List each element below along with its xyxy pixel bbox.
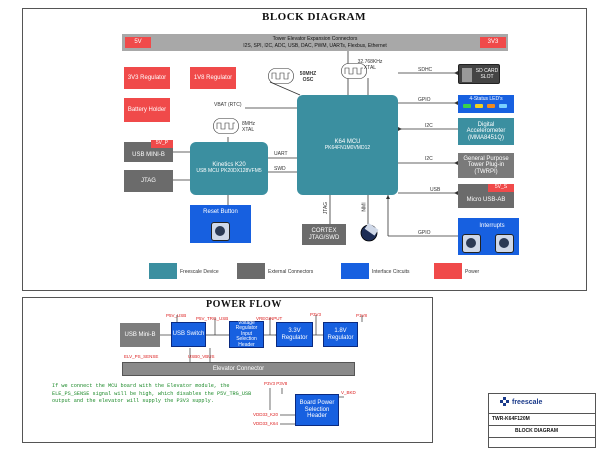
elevator-5v-tag: 5V bbox=[125, 37, 151, 48]
legend-external-swatch bbox=[237, 263, 265, 279]
interrupt-sw1-icon bbox=[462, 234, 481, 253]
nmi-button-icon bbox=[360, 223, 379, 242]
power-flow-frame bbox=[22, 297, 433, 443]
k20-mcu-block: Kinetics K20 USB MCU PK20DX128VFM5 bbox=[190, 142, 268, 195]
led-orange-icon bbox=[487, 104, 495, 108]
legend-interface-label: Interface Circuits bbox=[372, 269, 410, 275]
net-p3v3: P3V3 bbox=[310, 312, 322, 317]
signal-usb: USB bbox=[430, 187, 441, 193]
status-leds-block: 4-Status LED's bbox=[458, 95, 514, 113]
sd-card-icon bbox=[462, 68, 472, 82]
signal-i2c-twrpi: I2C bbox=[425, 156, 433, 162]
title-block-sheet: BLOCK DIAGRAM bbox=[515, 428, 559, 434]
led-green-icon bbox=[463, 104, 471, 108]
power-flow-title: POWER FLOW bbox=[206, 299, 282, 310]
freescale-logo: freescale bbox=[500, 397, 542, 407]
sd-card-slot: SD CARD SLOT bbox=[458, 64, 500, 84]
title-block-board: TWR-K64F120M bbox=[492, 416, 530, 422]
net-p5v-trg-usb: P5V_TRG_USB bbox=[196, 316, 229, 321]
block-diagram-title: BLOCK DIAGRAM bbox=[262, 11, 366, 23]
micro-usb-power-tag: 5V_S bbox=[488, 184, 514, 192]
legend-freescale-swatch bbox=[149, 263, 177, 279]
elevator-title: Tower Elevator Expansion Connectors bbox=[272, 36, 358, 42]
title-block-frame bbox=[488, 393, 596, 448]
pf-board-power-header: Board Power Selection Header bbox=[295, 394, 339, 426]
pf-usb-switch: USB Switch bbox=[171, 322, 206, 347]
signal-swd: SWD bbox=[274, 166, 286, 172]
interrupt-sw2-icon bbox=[495, 234, 514, 253]
title-block-divider-2 bbox=[488, 425, 596, 426]
accelerometer-block: Digital Accelerometer (MMA8451Q) bbox=[458, 118, 514, 145]
regulator-1v8: 1V8 Regulator bbox=[190, 67, 236, 89]
status-leds-label: 4-Status LED's bbox=[469, 96, 503, 102]
elevator-3v3-tag: 3V3 bbox=[480, 37, 506, 48]
signal-sdhc: SDHC bbox=[418, 67, 433, 73]
net-vdd33-k20: VDD33_K20 bbox=[253, 412, 279, 417]
net-vreg-input: VREGINPUT bbox=[256, 316, 283, 321]
net-p5v-usb: P5V_USB bbox=[166, 313, 187, 318]
interrupts-label: Interrupts bbox=[479, 223, 505, 229]
vbat-label: VBAT (RTC) bbox=[214, 102, 242, 108]
xtal-32khz-icon bbox=[341, 63, 367, 79]
elevator-connectors-bar bbox=[122, 34, 508, 51]
power-flow-note: If we connect the MCU board with the Ele… bbox=[52, 383, 252, 405]
k64-mcu-part: PK64FN1M0VMD12 bbox=[324, 144, 371, 151]
led-blue-icon bbox=[499, 104, 507, 108]
xtal-8mhz-icon bbox=[213, 118, 239, 134]
pf-elevator-connector: Elevator Connector bbox=[122, 362, 355, 376]
reset-button-block: Reset Button bbox=[190, 205, 251, 243]
cortex-jtag-connector: CORTEX JTAG/SWD bbox=[302, 224, 346, 245]
usb-minib-label: USB MINI-B bbox=[132, 151, 165, 158]
k20-mcu-title: Kinetics K20 bbox=[212, 162, 246, 169]
title-block-divider-3 bbox=[488, 437, 596, 438]
reset-button-icon bbox=[211, 222, 230, 241]
signal-gpio-leds: GPIO bbox=[418, 97, 431, 103]
osc-50mhz-icon bbox=[268, 68, 294, 84]
jtag-connector: JTAG bbox=[124, 170, 173, 192]
pf-3v3-regulator: 3.3V Regulator bbox=[276, 322, 313, 347]
net-v-bkd: V_BKD bbox=[341, 390, 356, 395]
led-yellow-icon bbox=[475, 104, 483, 108]
usb-minib-power-tag: 5V_P bbox=[151, 140, 173, 148]
osc-50mhz-label: 50MHZ OSC bbox=[299, 71, 317, 83]
freescale-logo-text: freescale bbox=[512, 398, 543, 406]
k20-mcu-part: USB MCU PK20DX128VFM5 bbox=[196, 168, 262, 175]
net-vdd33-k64: VDD33_K64 bbox=[253, 421, 279, 426]
regulator-3v3: 3V3 Regulator bbox=[124, 67, 170, 89]
signal-uart: UART bbox=[274, 151, 288, 157]
net-p1v8: P1V8 bbox=[356, 313, 368, 318]
signal-gpio-interrupts: GPIO bbox=[418, 230, 431, 236]
xtal-8mhz-label: 8MHz XTAL bbox=[242, 121, 256, 133]
legend-power-label: Power bbox=[465, 269, 480, 275]
pf-1v8-regulator: 1.8V Regulator bbox=[323, 322, 358, 347]
reset-button-label: Reset Button bbox=[203, 209, 238, 215]
pf-voltage-selection-header: Voltage Regulator Input Selection Header bbox=[229, 320, 264, 348]
k64-mcu-title: K64 MCU bbox=[334, 138, 361, 145]
freescale-logo-icon bbox=[500, 397, 509, 406]
micro-usb-label: Micro USB-AB bbox=[466, 196, 506, 203]
title-block-divider-1 bbox=[488, 413, 596, 414]
net-usb0-vbus: USB0_VBUS bbox=[188, 354, 215, 359]
legend-freescale-label: Freescale Device bbox=[180, 269, 219, 275]
legend-external-label: External Connectors bbox=[268, 269, 314, 275]
net-p3v3-p3v8: P3V3 P3V8 bbox=[264, 381, 288, 386]
net-elv-ps-sense: ELV_PS_SENSE bbox=[124, 354, 159, 359]
sd-card-label: SD CARD SLOT bbox=[475, 68, 499, 80]
elevator-subtitle: I2S, SPI, I2C, ADC, USB, DAC, PWM, UARTs… bbox=[243, 43, 387, 49]
legend-interface-swatch bbox=[341, 263, 369, 279]
battery-holder: Battery Holder bbox=[124, 98, 170, 122]
k64-mcu-block: K64 MCU PK64FN1M0VMD12 bbox=[297, 95, 398, 195]
legend-power-swatch bbox=[434, 263, 462, 279]
signal-i2c-accel: I2C bbox=[425, 123, 433, 129]
twrpi-connector: General Purpose Tower Plug-in (TWRPI) bbox=[458, 153, 514, 178]
interrupts-block: Interrupts bbox=[458, 218, 519, 255]
xtal-32khz-label: 32.768KHz XTAL bbox=[357, 59, 383, 71]
block-diagram-frame bbox=[22, 8, 587, 291]
pf-usb-minib: USB Mini-B bbox=[120, 323, 160, 347]
